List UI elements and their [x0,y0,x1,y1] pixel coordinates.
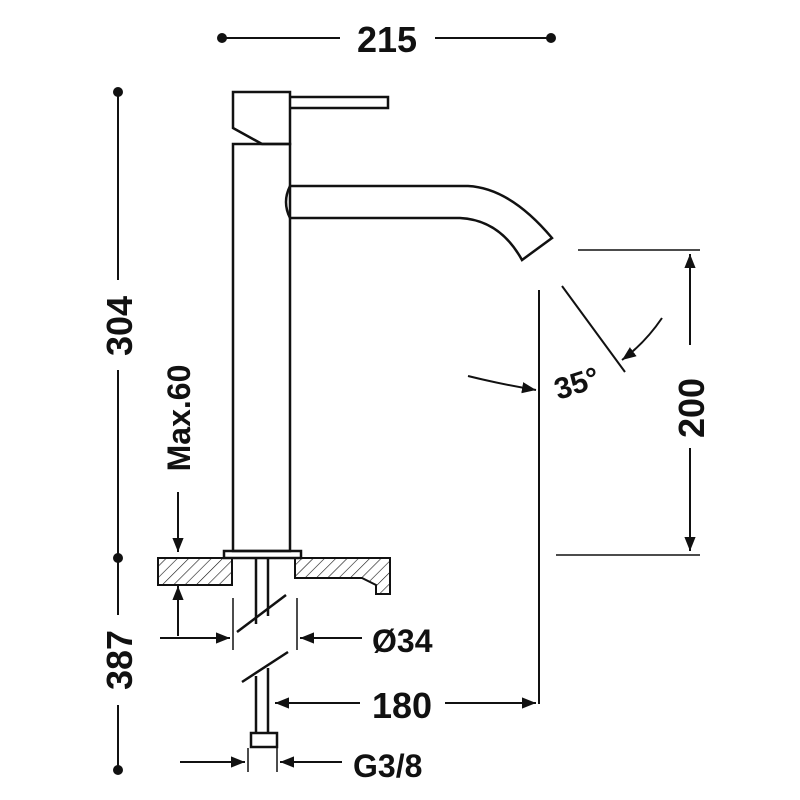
faucet-head [231,90,292,146]
dimension-reach: 180 [275,290,540,726]
countertop-left [157,557,233,586]
hose-connector [249,731,279,749]
base-flange [222,549,303,560]
label-height-lower: 387 [99,630,140,690]
faucet-column [231,142,292,553]
spout [290,184,554,262]
label-width-top: 215 [357,19,417,60]
dimension-diameter: Ø34 [160,598,433,659]
dimension-angle: 35° [467,285,663,407]
dimension-max-deck: Max.60 [161,365,197,636]
label-angle: 35° [550,361,603,406]
countertop-right [294,557,391,595]
dimension-spout-height: 200 [556,249,712,556]
label-spout-height: 200 [671,378,712,438]
dimension-height-left: 304 387 [99,87,140,775]
faucet-body [222,90,554,560]
label-max-deck: Max.60 [161,365,197,472]
supply-hose [236,558,289,749]
countertop-section [157,557,391,595]
dimension-thread: G3/8 [180,748,422,784]
lever-handle [290,95,390,110]
dimension-width-top: 215 [217,19,556,60]
label-diameter: Ø34 [372,623,433,659]
label-reach: 180 [372,685,432,726]
label-thread: G3/8 [353,748,422,784]
label-height-upper: 304 [99,296,140,356]
